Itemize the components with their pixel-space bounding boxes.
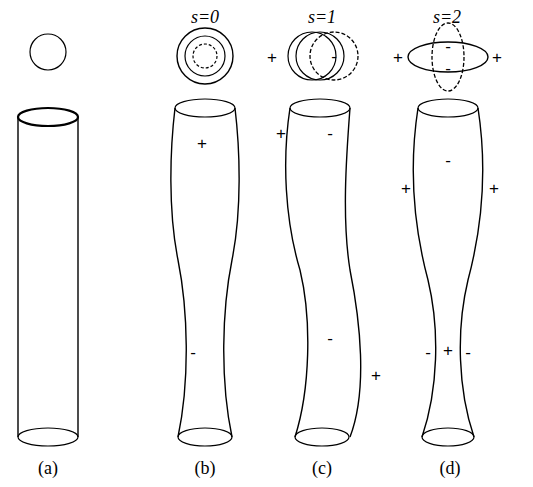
sign-label: + [393, 49, 403, 66]
panel-caption: (b) [195, 459, 216, 477]
panel-caption: (a) [38, 459, 58, 477]
sign-label: - [331, 48, 337, 65]
sign-label: + [197, 135, 207, 152]
sign-label: + [371, 367, 381, 384]
sign-label: - [445, 38, 451, 55]
sign-label: + [489, 180, 499, 197]
sign-label: - [425, 344, 431, 361]
mode-label: s=1 [308, 8, 336, 26]
sign-label: + [401, 180, 411, 197]
sign-label: - [190, 344, 196, 361]
sign-label: + [492, 49, 502, 66]
sign-label: + [276, 125, 286, 142]
mode-label: s=2 [433, 8, 461, 26]
sign-label: + [443, 342, 453, 359]
panel-caption: (d) [440, 459, 461, 477]
sign-label: - [327, 125, 333, 142]
mode-label: s=0 [191, 8, 219, 26]
sign-label: - [327, 330, 333, 347]
sign-label: - [465, 344, 471, 361]
sign-label: - [445, 60, 451, 77]
sign-label: - [445, 152, 451, 169]
panel-caption: (c) [312, 459, 332, 477]
sign-label: + [267, 49, 277, 66]
